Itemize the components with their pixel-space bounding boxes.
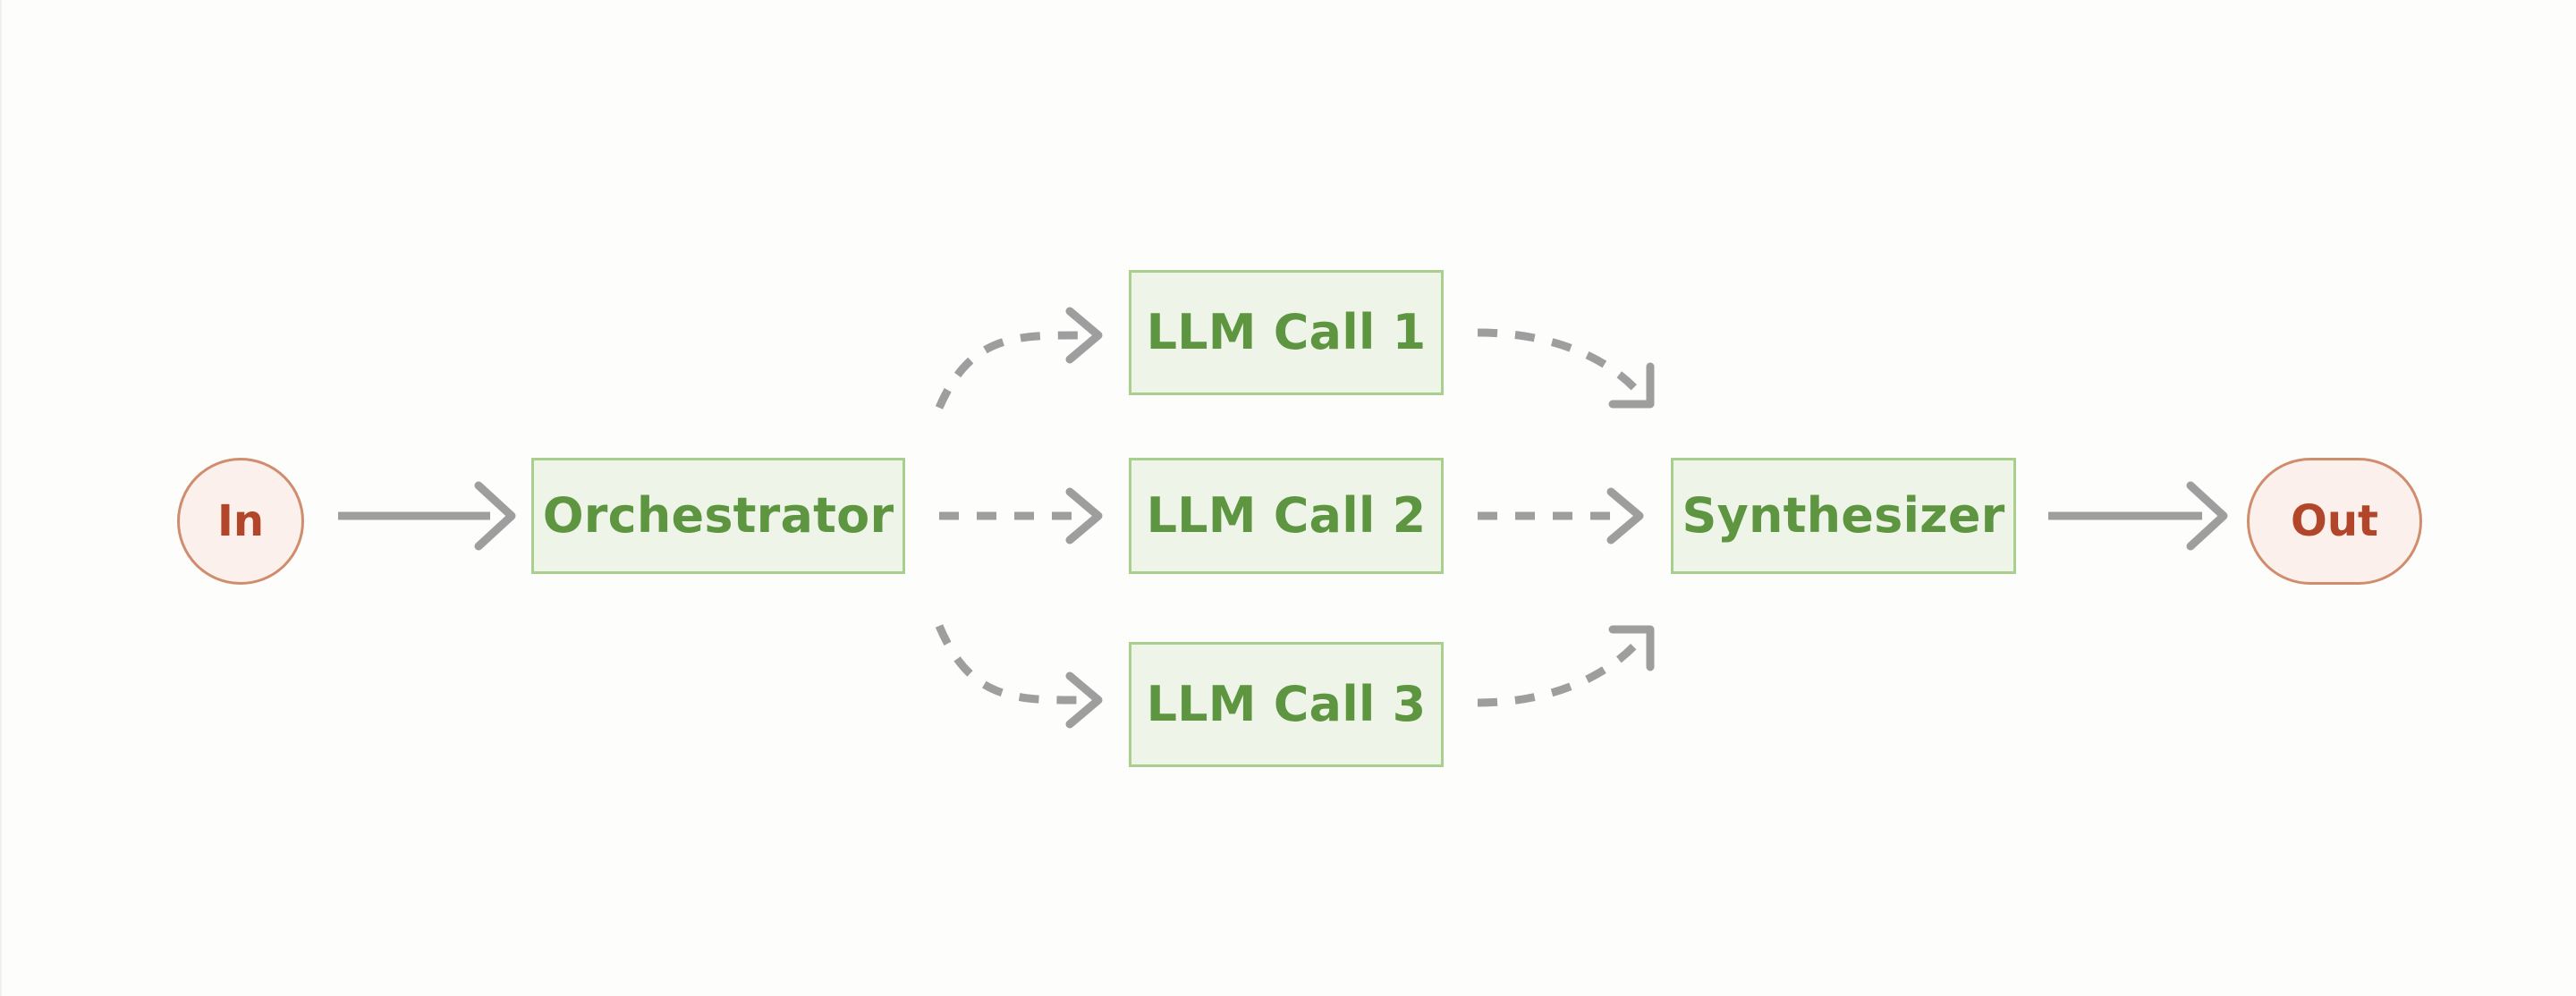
node-orchestrator[interactable]: Orchestrator bbox=[531, 458, 905, 574]
node-llm-call-3[interactable]: LLM Call 3 bbox=[1129, 642, 1444, 767]
node-in-label: In bbox=[216, 495, 265, 546]
node-llm-call-1-label: LLM Call 1 bbox=[1146, 303, 1427, 360]
edge-synthesizer-to-out bbox=[2048, 481, 2228, 551]
node-llm-call-2[interactable]: LLM Call 2 bbox=[1129, 458, 1444, 574]
node-llm-call-3-label: LLM Call 3 bbox=[1146, 675, 1427, 732]
canvas-left-edge-rule bbox=[0, 0, 2, 996]
node-out-label: Out bbox=[2291, 495, 2378, 546]
edge-orchestrator-to-llm-call-1 bbox=[935, 307, 1103, 409]
node-in[interactable]: In bbox=[177, 458, 304, 585]
node-llm-call-1[interactable]: LLM Call 1 bbox=[1129, 270, 1444, 395]
edge-orchestrator-to-llm-call-2 bbox=[939, 487, 1103, 544]
edge-orchestrator-to-llm-call-3 bbox=[935, 624, 1103, 729]
node-synthesizer-label: Synthesizer bbox=[1682, 486, 2005, 544]
node-synthesizer[interactable]: Synthesizer bbox=[1671, 458, 2016, 574]
edge-in-to-orchestrator bbox=[338, 481, 516, 551]
node-llm-call-2-label: LLM Call 2 bbox=[1146, 486, 1427, 544]
edge-llm-call-3-to-synthesizer bbox=[1477, 625, 1655, 707]
node-orchestrator-label: Orchestrator bbox=[542, 486, 894, 544]
node-out[interactable]: Out bbox=[2247, 458, 2422, 585]
edge-llm-call-1-to-synthesizer bbox=[1477, 328, 1655, 409]
edge-llm-call-2-to-synthesizer bbox=[1478, 487, 1644, 544]
